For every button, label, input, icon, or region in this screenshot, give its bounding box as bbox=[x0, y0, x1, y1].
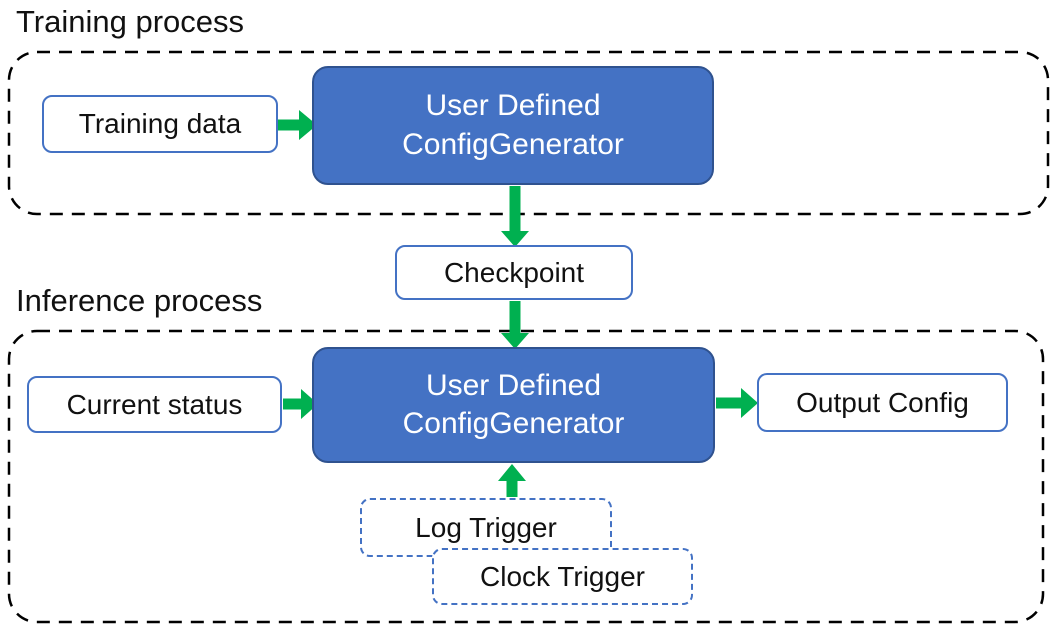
inference-generator-line1: User Defined bbox=[425, 368, 602, 402]
inference-config-generator-node: User Defined ConfigGenerator bbox=[312, 347, 715, 463]
training-config-generator-node: User Defined ConfigGenerator bbox=[312, 66, 714, 185]
output-config-node: Output Config bbox=[757, 373, 1008, 432]
inference-process-title: Inference process bbox=[16, 283, 263, 318]
arrow-checkpoint-to-generator bbox=[501, 301, 529, 349]
arrow-current-status-to-generator bbox=[283, 389, 318, 419]
arrow-generator-to-output-config bbox=[716, 388, 758, 418]
training-data-node: Training data bbox=[42, 95, 278, 153]
training-process-title: Training process bbox=[16, 4, 245, 39]
clock-trigger-node: Clock Trigger bbox=[432, 548, 693, 605]
arrow-trigger-to-generator bbox=[498, 464, 526, 497]
arrow-training-data-to-generator bbox=[277, 110, 317, 140]
current-status-node: Current status bbox=[27, 376, 282, 433]
inference-generator-line2: ConfigGenerator bbox=[402, 407, 625, 440]
log-trigger-node: Log Trigger bbox=[360, 498, 612, 557]
training-generator-line1: User Defined bbox=[425, 89, 601, 123]
inference-process-container bbox=[7, 329, 1045, 624]
arrow-generator-to-checkpoint bbox=[501, 186, 529, 247]
checkpoint-node: Checkpoint bbox=[395, 245, 633, 300]
training-generator-line2: ConfigGenerator bbox=[402, 127, 624, 161]
training-process-container bbox=[7, 50, 1050, 216]
